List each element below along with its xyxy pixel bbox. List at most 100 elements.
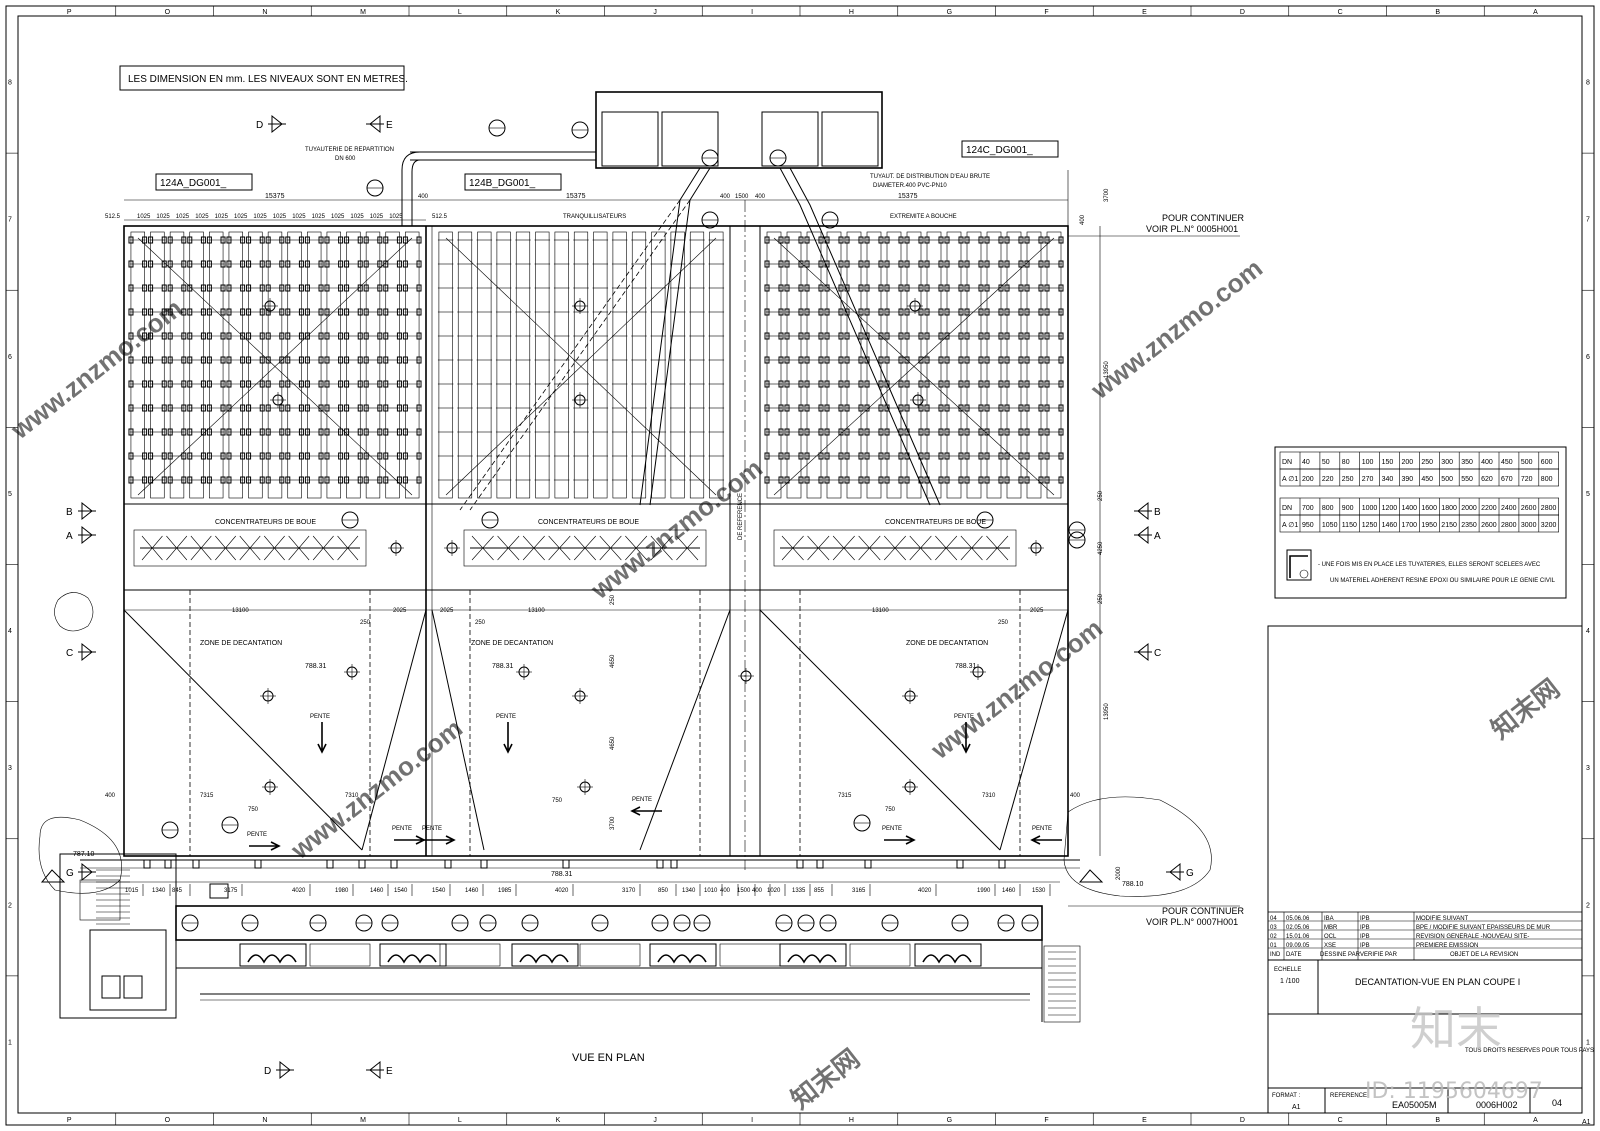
tube-clip: [265, 452, 271, 460]
tube-column: [267, 231, 283, 499]
tube-clip: [764, 404, 770, 412]
tube-clip: [246, 332, 252, 340]
tube-clip: [878, 404, 884, 412]
border-letter-top: B: [1435, 9, 1440, 16]
border-letter-bottom: G: [947, 1117, 952, 1124]
tube-clip: [1058, 404, 1064, 412]
tube-clip: [864, 356, 870, 364]
tube-clip: [984, 236, 990, 244]
tube-clip: [1044, 380, 1050, 388]
dim-label: 512.5: [105, 214, 121, 220]
table-head-cell: DN: [1282, 505, 1292, 512]
tube-clip: [798, 260, 804, 268]
tube-clip: [924, 404, 930, 412]
tube-clip: [298, 308, 304, 316]
valve-body: [164, 859, 172, 869]
tube-clip: [167, 476, 173, 484]
revision-ind: 03: [1270, 925, 1277, 931]
tube-clip: [324, 284, 330, 292]
tube-clip: [904, 404, 910, 412]
tube-clip: [298, 284, 304, 292]
border-letter-top: F: [1044, 9, 1048, 16]
tube-clip: [220, 260, 226, 268]
tube-clip: [1024, 380, 1030, 388]
tube-clip: [148, 308, 154, 316]
tube-clip: [383, 476, 389, 484]
tube-clip: [416, 380, 422, 388]
dim-label: 250: [1098, 593, 1104, 604]
tube-clip: [344, 356, 350, 364]
tube-clip: [764, 284, 770, 292]
reference-value: EA05005M: [1392, 1100, 1437, 1110]
revision-ind: 04: [1270, 916, 1277, 922]
pump-impeller: [787, 954, 837, 964]
dim-label: 250: [1098, 490, 1104, 501]
tube-clip: [998, 452, 1004, 460]
tube-clip: [858, 452, 864, 460]
tube-clip: [304, 308, 310, 316]
tube-clip: [402, 380, 408, 388]
tube-clip: [998, 284, 1004, 292]
tube-clip: [279, 308, 285, 316]
tube-clip: [298, 332, 304, 340]
tube-clip: [944, 308, 950, 316]
tube-clip: [246, 308, 252, 316]
tube-clip: [240, 428, 246, 436]
tube-clip: [838, 260, 844, 268]
concentrateurs-label-a: CONCENTRATEURS DE BOUE: [215, 519, 316, 526]
pump-impeller: [519, 954, 569, 964]
table-cell: 720: [1521, 476, 1533, 483]
tube-clip: [200, 284, 206, 292]
tube-clip: [944, 428, 950, 436]
tube-clip: [778, 236, 784, 244]
tube-clip: [1058, 236, 1064, 244]
tube-clip: [279, 284, 285, 292]
tube-clip: [918, 260, 924, 268]
tube-clip: [978, 260, 984, 268]
tube-clip: [858, 428, 864, 436]
tube-clip: [1004, 428, 1010, 436]
tube-clip: [878, 380, 884, 388]
svg-text:知末网: 知末网: [785, 1043, 865, 1115]
tube-clip: [396, 356, 402, 364]
tube-clip: [285, 260, 291, 268]
tube-clip: [285, 428, 291, 436]
tube-clip: [844, 452, 850, 460]
border-letter-top: E: [1142, 9, 1147, 16]
tube-clip: [844, 476, 850, 484]
tube-clip: [984, 356, 990, 364]
revision-date: 15.01.06: [1286, 934, 1310, 940]
tube-clip: [1004, 476, 1010, 484]
tube-clip: [396, 428, 402, 436]
dim-label: 7315: [200, 793, 214, 799]
tube-clip: [142, 452, 148, 460]
tube-clip: [1018, 476, 1024, 484]
tube-column: [612, 231, 627, 499]
tube-clip: [784, 452, 790, 460]
top-dimension-lines: [124, 170, 1101, 856]
tube-clip: [187, 236, 193, 244]
table-cell: 500: [1521, 459, 1533, 466]
tube-clip: [978, 452, 984, 460]
border-letter-top: D: [1240, 9, 1245, 16]
tube-clip: [958, 308, 964, 316]
tube-clip: [1058, 476, 1064, 484]
concentrator-hopper: [215, 535, 237, 561]
slope-arrow: [1030, 835, 1062, 845]
section-arrow: [1134, 501, 1152, 521]
level-label: 788.31: [305, 663, 327, 670]
tube-clip: [958, 356, 964, 364]
tube-clip: [918, 332, 924, 340]
tube-clip: [167, 236, 173, 244]
tube-clip: [898, 476, 904, 484]
tube-clip: [324, 332, 330, 340]
tube-clip: [798, 404, 804, 412]
tube-clip: [304, 284, 310, 292]
tube-clip: [898, 332, 904, 340]
bottom-dim-label: 1500: [737, 888, 751, 894]
scale-value: 1 /100: [1280, 978, 1300, 985]
section-arrow: [366, 1060, 384, 1080]
tube-clip: [824, 356, 830, 364]
